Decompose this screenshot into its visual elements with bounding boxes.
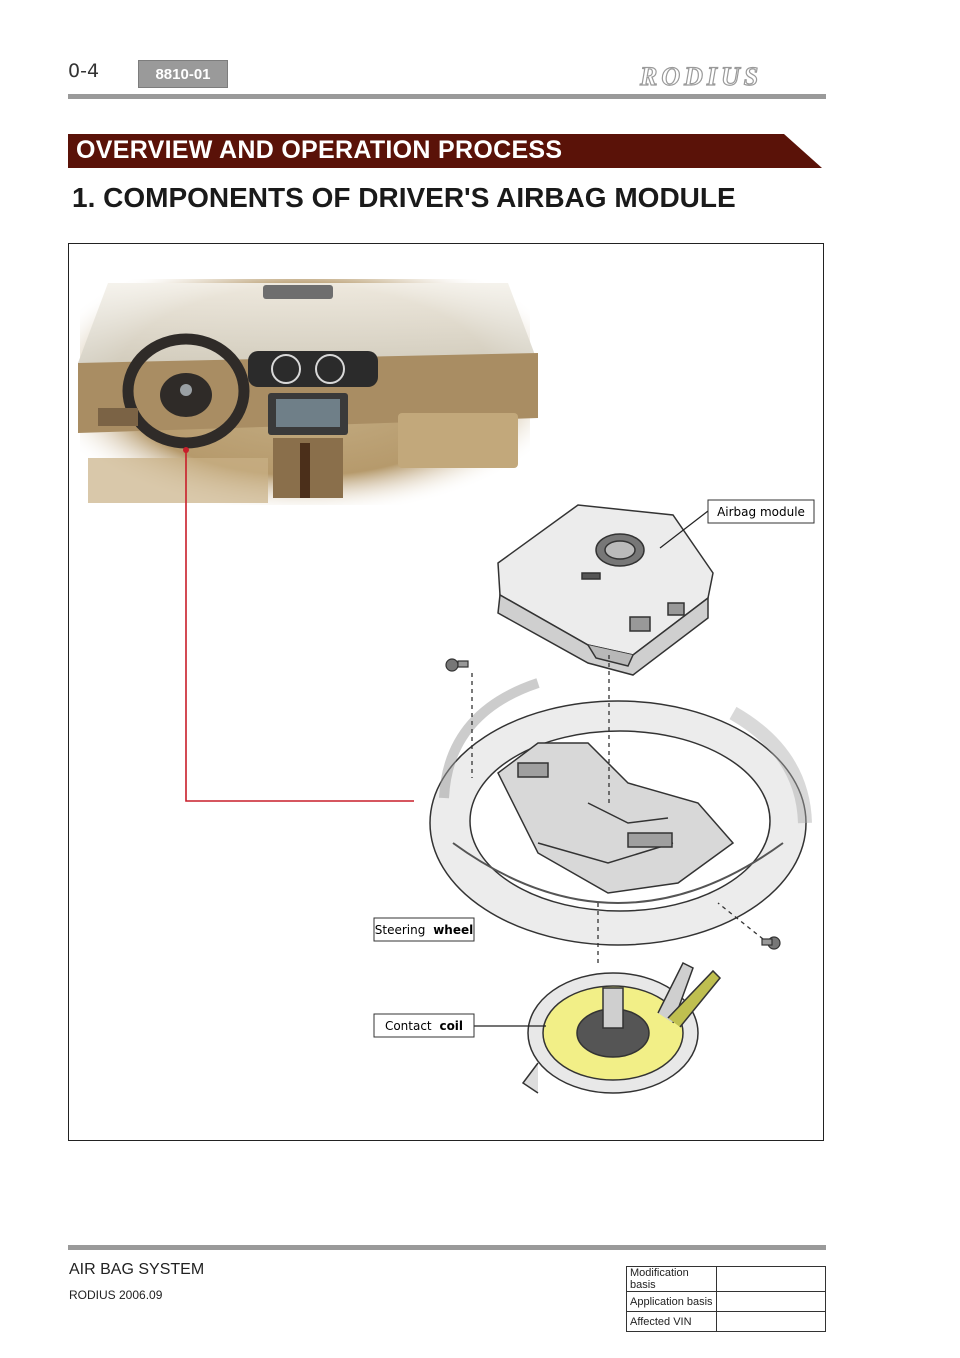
airbag-module-drawing [497, 504, 714, 676]
header-divider [68, 94, 826, 99]
callout-contact-coil: Contact coil [385, 1019, 463, 1033]
table-row: Affected VIN [626, 1311, 826, 1332]
section-code-badge: 8810-01 [138, 60, 228, 88]
screw-icon [445, 658, 781, 950]
table-row: Modification basis [626, 1266, 826, 1292]
callout-steering-bold: wheel [433, 923, 473, 937]
section-banner [68, 134, 822, 168]
table-value [716, 1266, 826, 1292]
figure-frame [68, 243, 824, 1141]
callout-steering-wheel: Steering wheel [375, 923, 473, 937]
table-value [716, 1311, 826, 1332]
brand-logo: RODIUS [639, 61, 763, 91]
revision-info-table: Modification basis Application basis Aff… [626, 1266, 826, 1332]
interior-photo [78, 279, 538, 505]
section-title: OVERVIEW AND OPERATION PROCESS [76, 136, 563, 164]
footer-divider [68, 1245, 826, 1250]
table-label: Application basis [626, 1291, 717, 1312]
table-label: Modification basis [626, 1266, 717, 1292]
footer-model-date: RODIUS 2006.09 [69, 1288, 163, 1302]
callout-airbag-module: Airbag module [717, 505, 805, 519]
subsection-title: 1. COMPONENTS OF DRIVER'S AIRBAG MODULE [72, 182, 736, 213]
components-figure: Airbag module Steering wheel Contact coi… [78, 279, 815, 1094]
callout-contact-bold: coil [439, 1019, 463, 1033]
footer-system-name: AIR BAG SYSTEM [69, 1261, 205, 1278]
callout-contact-prefix: Contact [385, 1019, 432, 1033]
table-value [716, 1291, 826, 1312]
steering-wheel-drawing [429, 678, 812, 946]
pointer-line [185, 450, 414, 802]
contact-coil-drawing [521, 961, 722, 1094]
callout-steering-prefix: Steering [375, 923, 426, 937]
assembly-lines [471, 655, 764, 965]
table-label: Affected VIN [626, 1311, 717, 1332]
table-row: Application basis [626, 1291, 826, 1312]
callout-leaders [474, 510, 709, 1027]
page-number: 0-4 [68, 60, 100, 82]
